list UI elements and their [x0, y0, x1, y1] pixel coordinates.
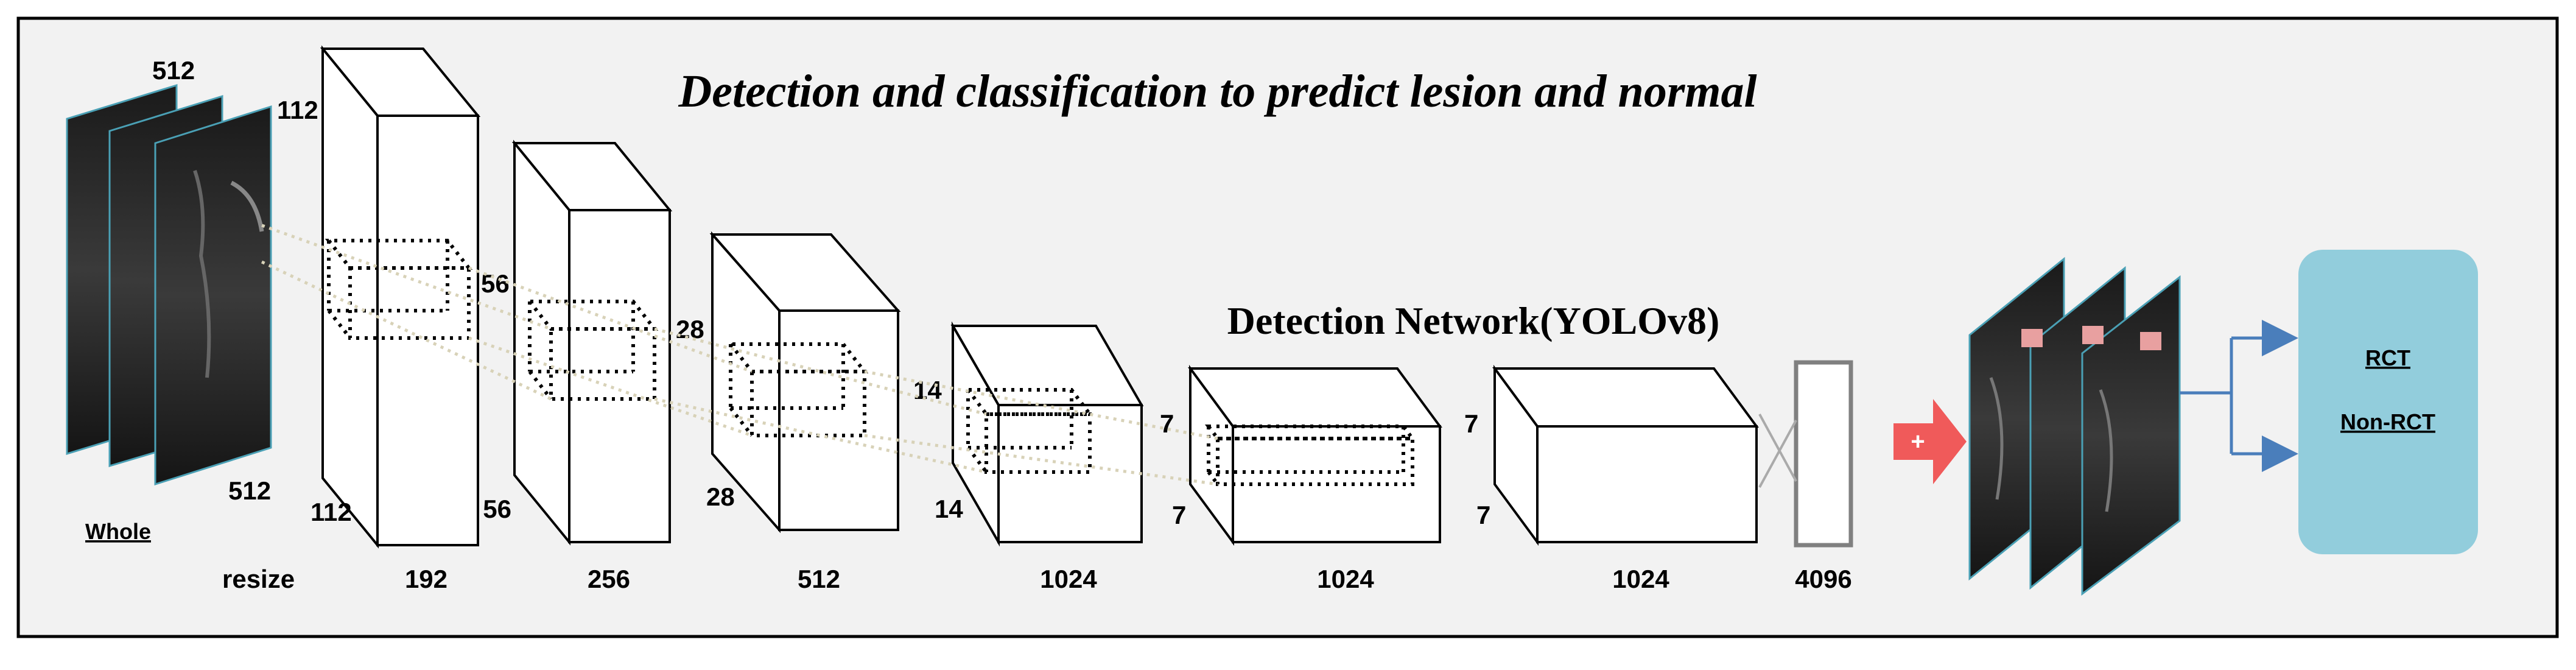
classification-arrows: [2180, 320, 2298, 472]
fc-connector-lines: [1758, 414, 1797, 488]
conv-block-1: [320, 45, 481, 549]
fc-layer-box: [1794, 360, 1853, 548]
diagram-title: Detection and classification to predict …: [678, 66, 1757, 117]
block-4-spatial-bottom: 14: [935, 495, 963, 523]
input-image-stack: [66, 83, 272, 486]
plus-arrow-icon: +: [1893, 399, 1967, 484]
kernel-connectors: [261, 224, 1218, 486]
fc-label: 4096: [1795, 565, 1851, 593]
block-2-spatial-bottom: 56: [483, 495, 511, 523]
block-6-spatial-side: 7: [1464, 409, 1478, 438]
detection-output-stack: [1968, 256, 2181, 596]
conv-block-4: [950, 321, 1144, 547]
svg-text:+: +: [1911, 428, 1925, 455]
input-depth-size: 112: [277, 96, 318, 124]
block-3-spatial-bottom: 28: [706, 482, 735, 511]
block-5-spatial-bottom: 7: [1172, 501, 1186, 529]
input-bottom-size: 512: [228, 476, 271, 505]
class-label-rct: RCT: [2365, 345, 2410, 370]
block-5-spatial-side: 7: [1160, 409, 1174, 438]
block-6-spatial-bottom: 7: [1476, 501, 1490, 529]
block-6-channels: 1024: [1612, 565, 1669, 593]
block-4-channels: 1024: [1040, 565, 1097, 593]
input-top-size: 512: [152, 56, 195, 85]
class-output-box: [2298, 250, 2478, 554]
detection-network-label: Detection Network(YOLOv8): [1227, 299, 1720, 342]
conv-block-5: [1188, 364, 1442, 546]
conv-block-6: [1492, 364, 1759, 546]
block-2-channels: 256: [588, 565, 630, 593]
block-4-spatial-side: 14: [913, 376, 942, 404]
conv-block-2: [511, 139, 673, 546]
whole-label: Whole: [85, 519, 151, 544]
block-3-channels: 512: [798, 565, 840, 593]
block-1-channels: 192: [405, 565, 447, 593]
resize-label: resize: [222, 565, 295, 593]
block-5-channels: 1024: [1317, 565, 1374, 593]
kernel-box-5: [1205, 425, 1416, 486]
class-label-non-rct: Non-RCT: [2340, 409, 2435, 434]
block-1-spatial-bottom: 112: [311, 498, 352, 526]
conv-block-3: [709, 231, 901, 534]
block-3-spatial-side: 28: [676, 315, 704, 344]
kernel-box-4: [964, 388, 1093, 474]
